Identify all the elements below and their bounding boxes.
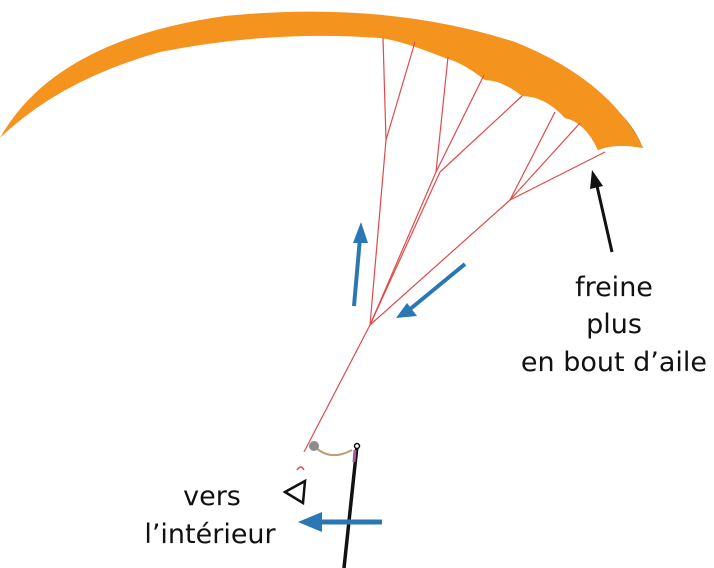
line-c-branch	[439, 95, 523, 173]
brake-handle-top-icon	[353, 442, 361, 450]
direction-label-line1: vers	[183, 481, 241, 512]
line-a-trunk	[369, 139, 387, 326]
direction-label: vers l’intérieur	[144, 481, 276, 550]
tension-arrows	[352, 222, 467, 318]
wing-canopy	[0, 11, 643, 150]
paraglider-wing	[0, 11, 643, 150]
line-d2	[509, 122, 581, 201]
line-a2	[385, 41, 416, 141]
suspension-lines	[303, 37, 606, 453]
inward-turn-arrow	[298, 512, 382, 532]
brake-handle-grip	[352, 449, 357, 463]
brake-handle-line	[342, 445, 359, 568]
line-d1	[509, 111, 556, 201]
up-arrow	[352, 222, 368, 307]
diagonal-arrow	[396, 262, 467, 318]
line-b1	[435, 56, 449, 173]
brake-label-line1: freine	[575, 272, 653, 303]
pulley-icon	[309, 441, 319, 451]
brake-label-line2: plus	[586, 309, 642, 340]
line-c-trunk	[369, 171, 441, 326]
line-d-trunk	[369, 199, 511, 326]
line-b2	[435, 74, 485, 173]
carabiner-triangle-icon	[282, 478, 307, 506]
brake-toggle-icon	[296, 466, 305, 471]
wingtip-pointer-arrow	[590, 170, 614, 253]
line-a1	[382, 37, 387, 141]
wingtip-brake-label: freine plus en bout d’aile	[521, 272, 707, 378]
pilot-harness	[282, 441, 361, 568]
line-b-trunk	[369, 171, 437, 326]
direction-label-line2: l’intérieur	[144, 519, 276, 550]
brake-line-loop	[313, 445, 353, 457]
line-d3	[509, 151, 606, 201]
line-main-riser	[303, 324, 371, 453]
brake-label-line3: en bout d’aile	[521, 347, 707, 378]
